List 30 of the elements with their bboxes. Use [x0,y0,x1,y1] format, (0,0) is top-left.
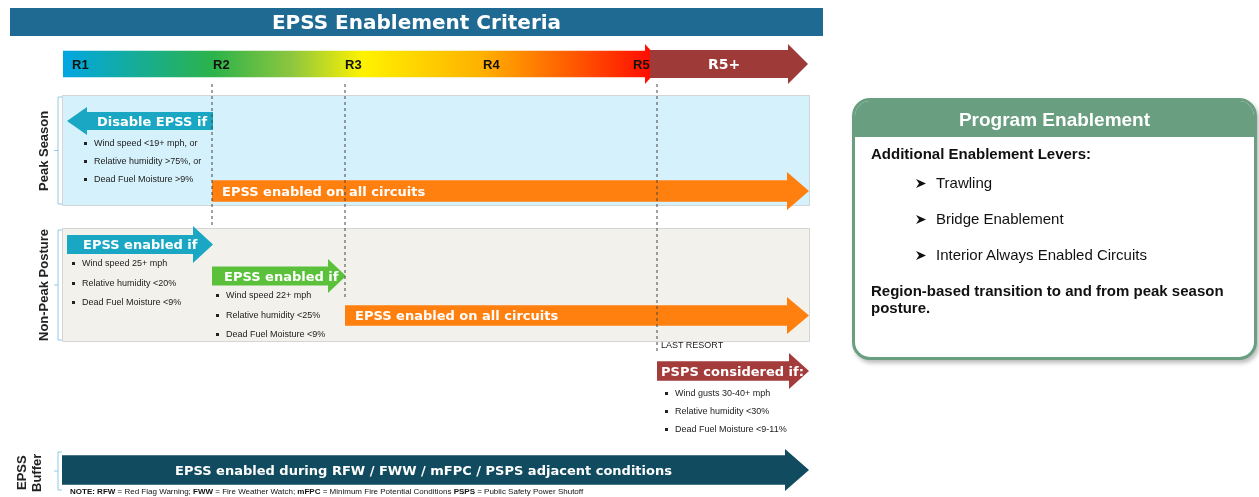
title-bar: EPSS Enablement Criteria [10,8,823,36]
region-label: R4 [483,57,500,72]
bullet-item: Relative humidity <20% [70,278,177,288]
row-label: EPSS Buffer [14,452,45,494]
arrow-banner: PSPS considered if: [657,353,809,389]
bullet-item: Dead Fuel Moisture <9% [70,297,182,307]
bullet-item: Wind speed 22+ mph [214,290,312,300]
region-label: R1 [72,57,89,72]
panel-text: Region-based transition to and from peak season posture. [871,282,1225,316]
region-label: R2 [213,57,230,72]
bullet-item: Relative humidity <30% [663,406,770,416]
caption-text: LAST RESORT [661,340,724,350]
panel-text: Additional Enablement Levers: [871,145,1093,162]
arrow-banner: R5+ [650,44,808,84]
bullet-item: Wind speed <19+ mph, or [82,138,198,148]
bullet-item: Dead Fuel Moisture <9-11% [663,424,787,434]
list-item: Trawling [916,174,993,191]
bullet-item: Relative humidity >75%, or [82,156,202,166]
list-item: Interior Always Enabled Circuits [916,246,1147,263]
region-label: R3 [345,57,362,72]
panel-header: Program Enablement [855,101,1254,137]
bullet-item: Relative humidity <25% [214,310,321,320]
bullet-item: Wind gusts 30-40+ mph [663,388,771,398]
row-label: Peak Season [35,109,52,193]
info-panel [852,98,1257,360]
row-label: Non-Peak Posture [35,228,52,342]
region-label: R5 [633,57,650,72]
bullet-item: Dead Fuel Moisture >9% [82,174,194,184]
list-item: Bridge Enablement [916,210,1064,227]
bullet-item: Dead Fuel Moisture <9% [214,329,326,339]
